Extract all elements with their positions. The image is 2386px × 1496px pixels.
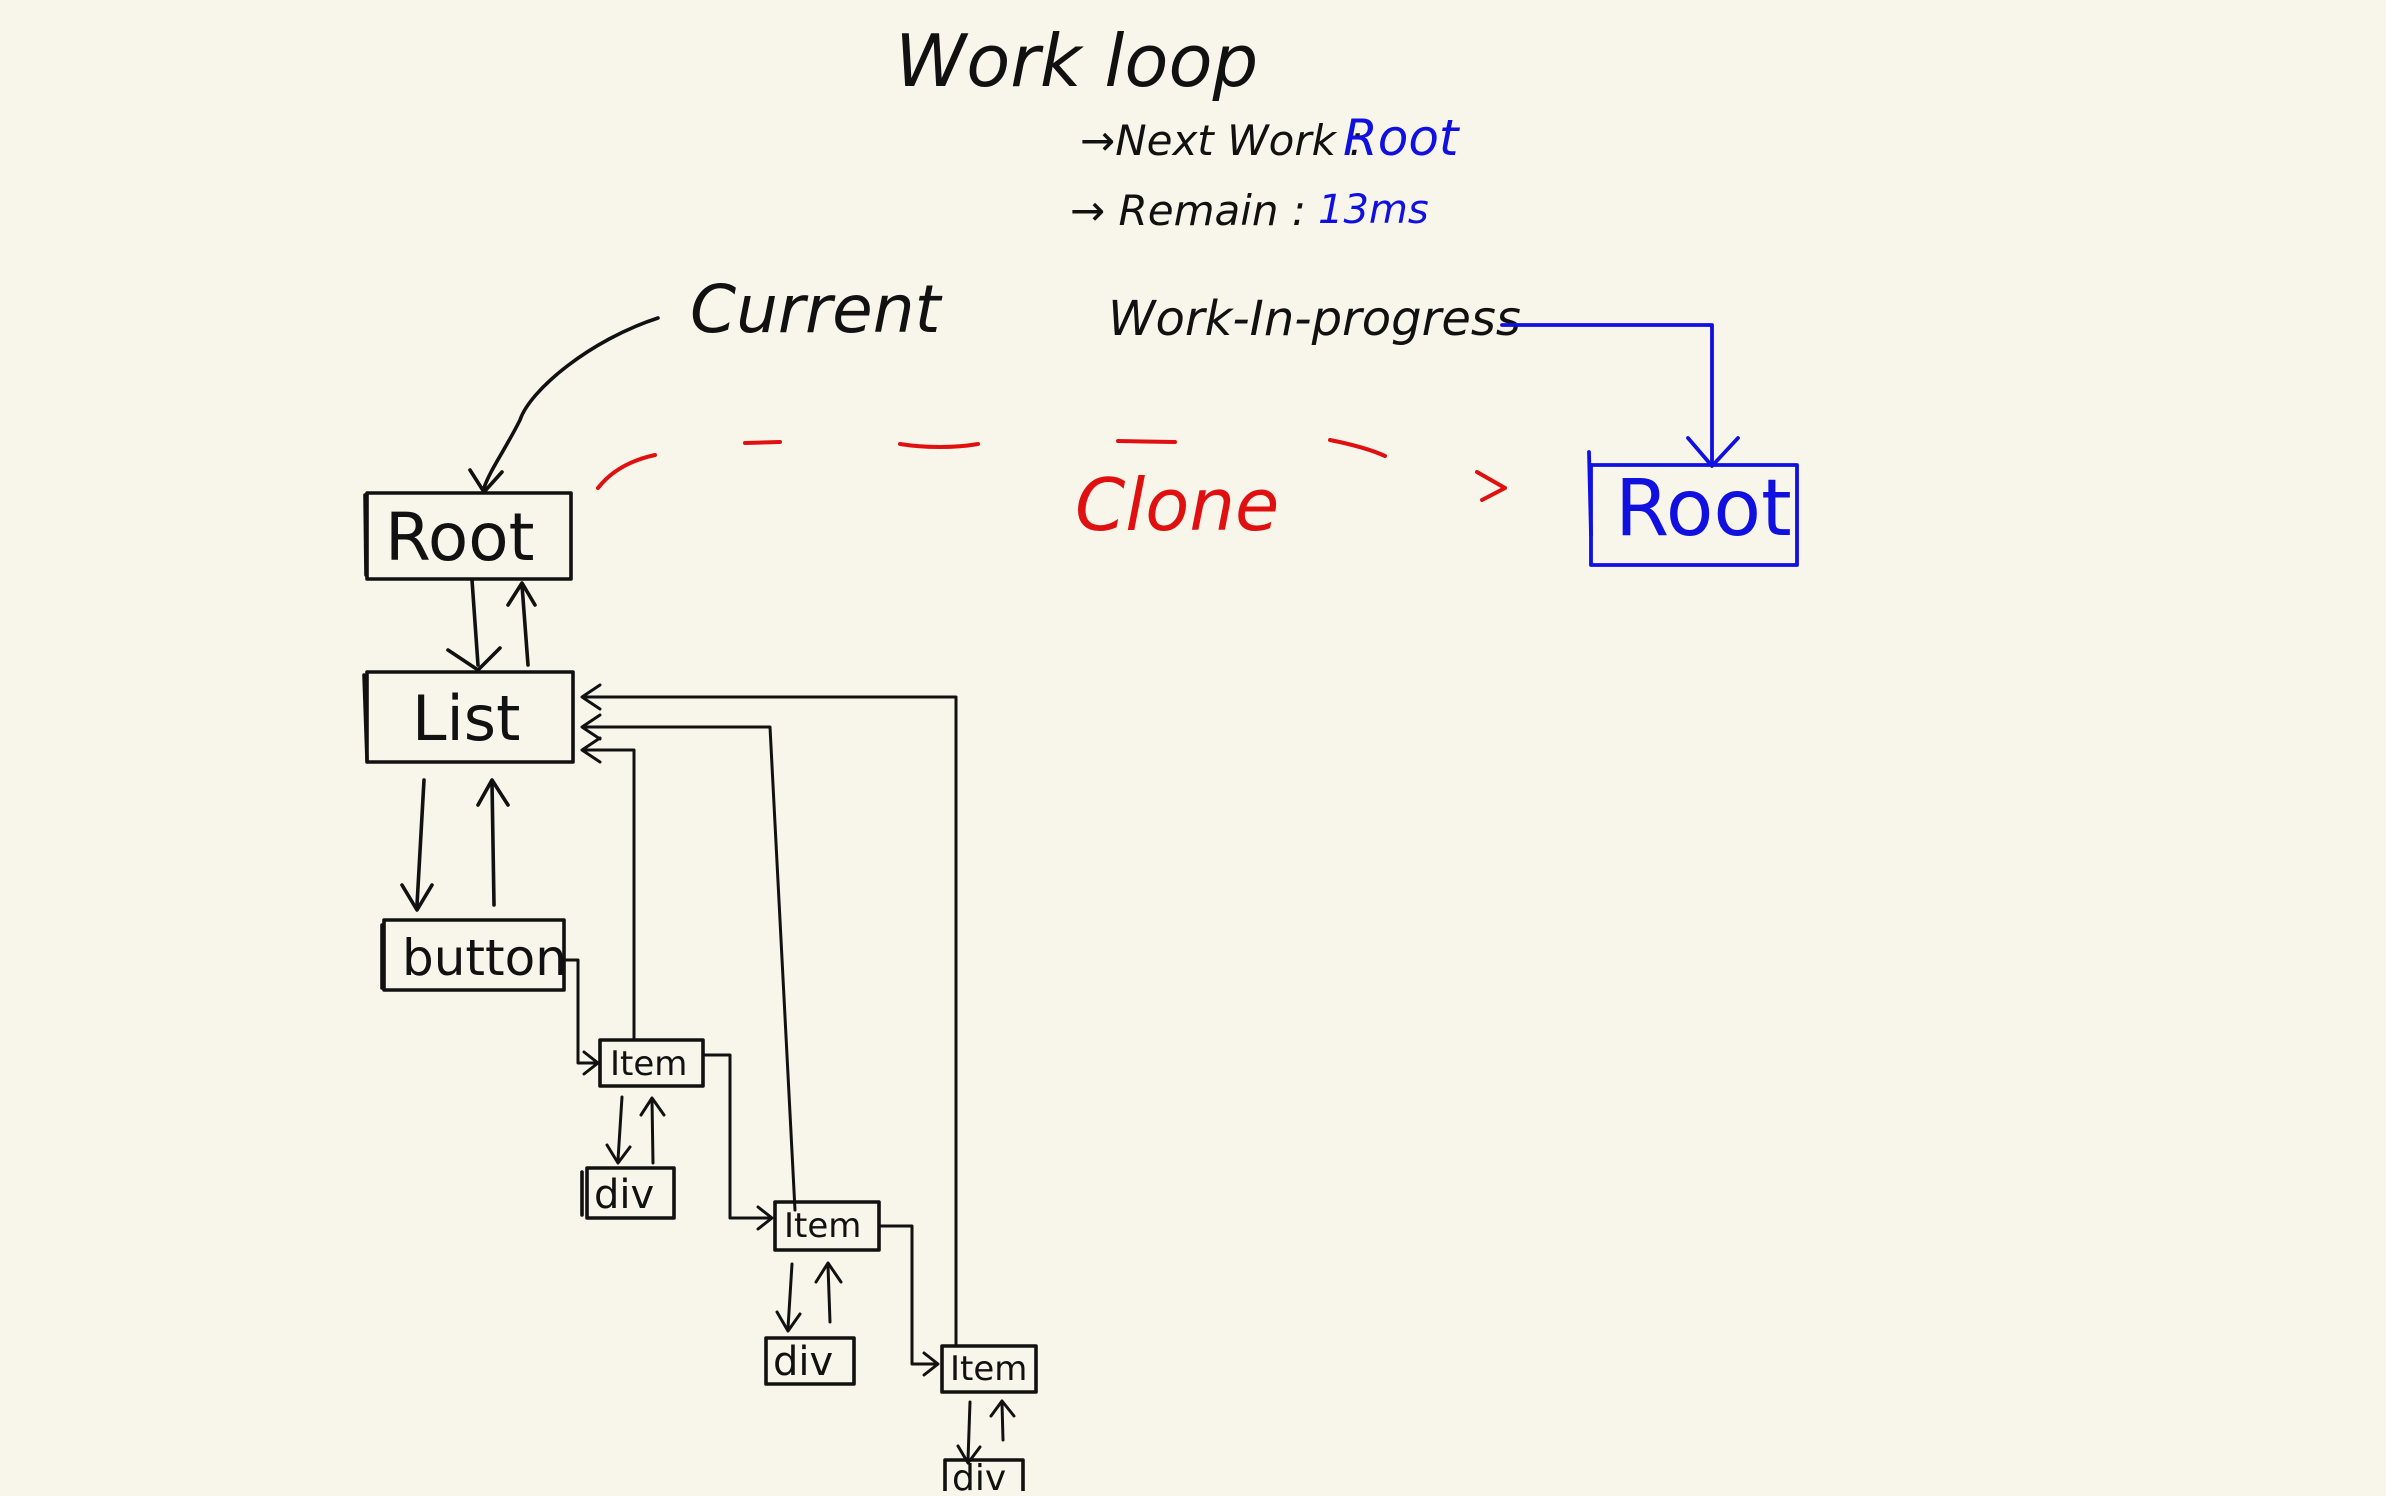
item2-to-item3-arrow: [878, 1224, 938, 1366]
div2-label: div: [773, 1339, 833, 1385]
item2-label: Item: [784, 1206, 861, 1246]
div3-label: div: [952, 1458, 1006, 1491]
div2-node: [764, 1336, 856, 1386]
item2-to-div2-arrowhead: [775, 1310, 802, 1333]
div1-to-item1-arrowhead: [639, 1096, 666, 1117]
button-to-list-arrow: [490, 780, 496, 907]
item1-return-arrowhead: [580, 736, 602, 764]
next-work-value: Root: [1343, 109, 1461, 167]
item2-to-div2-arrow: [786, 1262, 794, 1330]
button-node: [382, 918, 566, 992]
item1-to-item2-arrow: [702, 1053, 772, 1220]
remain-label: → Remain :: [1070, 186, 1306, 235]
item1-to-list-return: [582, 748, 636, 1042]
item3-to-div3-arrowhead: [956, 1444, 982, 1465]
wip-root-edge-mark: [1587, 450, 1593, 537]
root-to-list-arrow: [470, 578, 480, 667]
list-node-edge-mark: [362, 673, 369, 762]
item1-label: Item: [610, 1044, 687, 1084]
root-to-list-arrowhead: [446, 646, 502, 672]
item1-to-item2-arrowhead: [756, 1205, 774, 1231]
item3-label: Item: [950, 1349, 1027, 1389]
list-to-button-arrowhead: [400, 883, 434, 912]
next-work-label: →Next Work :: [1080, 116, 1363, 165]
item3-to-list-return: [582, 695, 958, 1347]
item1-to-div1-arrowhead: [605, 1143, 632, 1165]
div3-to-item3-arrowhead: [989, 1399, 1016, 1418]
div1-node: [585, 1166, 676, 1220]
root-label: Root: [385, 499, 535, 576]
remain-value: 13ms: [1318, 187, 1429, 233]
clone-label: Clone: [1075, 463, 1279, 547]
item1-node: [598, 1038, 705, 1088]
list-to-root-arrowhead: [506, 581, 537, 607]
wip-root-label: Root: [1615, 464, 1792, 554]
clone-arrow: [596, 438, 1507, 502]
item2-to-item3-arrowhead: [922, 1351, 940, 1377]
wip-pointer-arrow: [1500, 323, 1714, 464]
div3-node: [943, 1458, 1025, 1496]
item1-to-div1-arrow: [616, 1095, 624, 1162]
button-label: button: [402, 929, 567, 987]
list-to-button-arrow: [415, 778, 426, 907]
item3-node: [940, 1344, 1038, 1394]
wip-label: Work-In-progress: [1108, 291, 1521, 347]
div2-to-item2-arrow: [826, 1264, 832, 1324]
root-node-edge-mark: [363, 493, 368, 577]
item3-return-arrowhead: [580, 683, 602, 711]
item3-to-div3-arrow: [966, 1400, 972, 1462]
item2-to-list-return: [582, 725, 797, 1212]
button-to-item1-arrowhead: [582, 1050, 600, 1076]
button-to-item1-arrow: [563, 958, 598, 1065]
title: Work loop: [895, 19, 1258, 103]
item2-return-arrowhead: [580, 713, 602, 741]
button-to-list-arrowhead: [476, 778, 510, 807]
div2-to-item2-arrowhead: [814, 1261, 843, 1284]
div1-label: div: [594, 1172, 654, 1218]
div3-to-item3-arrow: [1000, 1401, 1005, 1442]
current-pointer-arrow: [482, 316, 660, 490]
list-to-root-arrow: [520, 583, 530, 667]
current-label: Current: [690, 271, 943, 348]
list-label: List: [412, 682, 520, 755]
div1-to-item1-arrow: [650, 1098, 655, 1165]
